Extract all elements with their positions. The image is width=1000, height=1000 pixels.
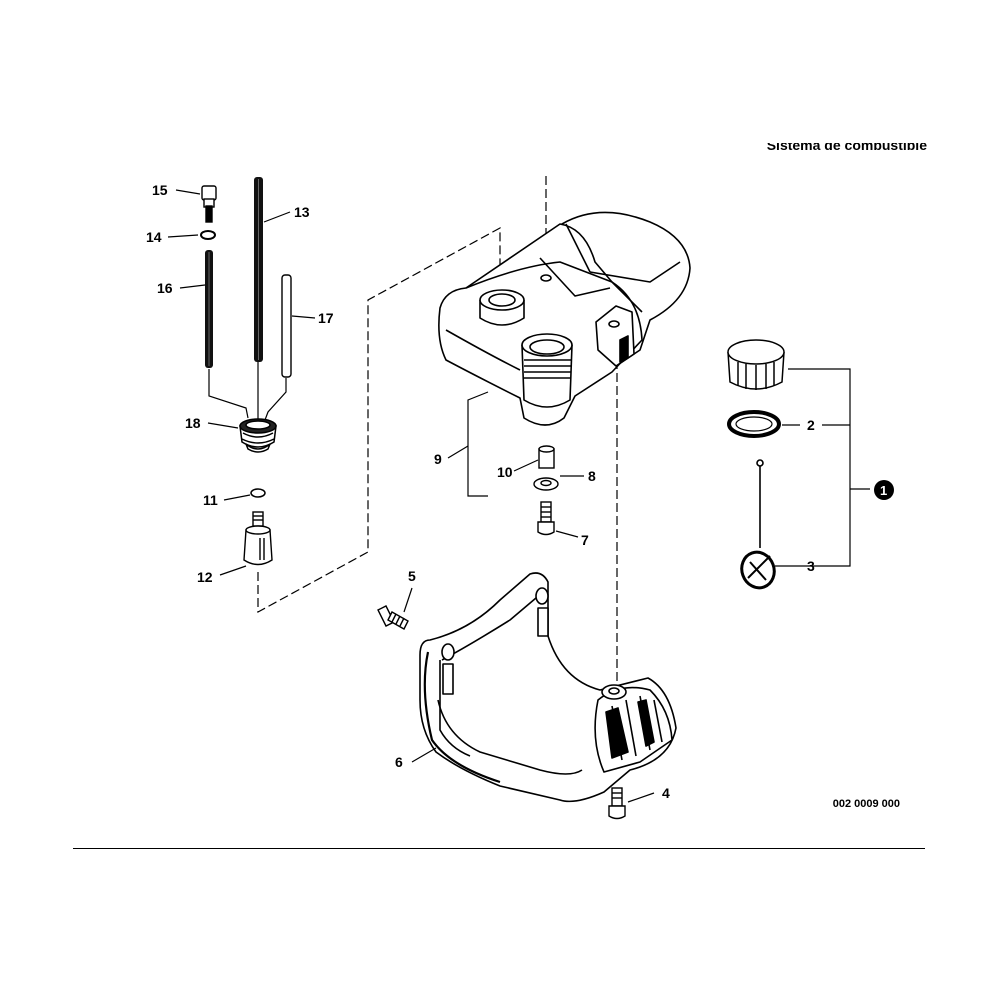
callout-16: 16: [157, 280, 173, 296]
part-10-spacer: [538, 445, 555, 469]
part-4-bolt: [608, 787, 626, 820]
part-8-washer: [533, 477, 559, 491]
callout-1: 1: [880, 483, 887, 498]
callout-13: 13: [294, 204, 310, 220]
callout-15: 15: [152, 182, 168, 198]
callout-leaders: [167, 189, 870, 803]
diagram-code: 002 0009 000: [832, 798, 900, 810]
callout-6: 6: [395, 754, 403, 770]
hose-connector-lines: [208, 362, 287, 421]
part-9-fuel-tank: [438, 211, 691, 426]
part-3-retaining-cord: [740, 459, 776, 590]
part-15-fitting: [201, 185, 217, 223]
diagram-title: Sistema de combustible: [766, 143, 927, 153]
callout-3: 3: [807, 558, 815, 574]
part-5-bolt: [377, 605, 409, 630]
part-6-tank-bracket: [419, 572, 677, 803]
part-16-fuel-hose: [205, 250, 213, 368]
callout-11: 11: [203, 492, 218, 508]
callout-10: 10: [497, 464, 513, 480]
part-17-vent-tube: [281, 274, 292, 378]
callout-1-badge: [874, 480, 894, 500]
callout-14: 14: [146, 229, 162, 245]
part-11-o-ring: [250, 488, 266, 498]
callout-12: 12: [197, 569, 213, 585]
callout-8: 8: [588, 468, 596, 484]
part-14-o-ring: [200, 230, 216, 240]
part-fuel-cap: [727, 339, 785, 390]
callout-17: 17: [318, 310, 334, 326]
bottom-rule: [73, 848, 925, 849]
callout-4: 4: [662, 785, 670, 801]
callout-labels: 15 14 16 13 17 18 11 12 9 10 8 7 5 6 4 2…: [146, 182, 894, 801]
part-13-return-hose: [254, 177, 263, 362]
callout-9: 9: [434, 451, 442, 467]
part-12-fuel-filter: [243, 511, 273, 566]
callout-2: 2: [807, 417, 815, 433]
callout-18: 18: [185, 415, 201, 431]
callout-5: 5: [408, 568, 416, 584]
part-18-grommet: [239, 418, 277, 453]
part-2-gasket: [727, 410, 781, 438]
part-7-bolt: [537, 501, 555, 536]
callout-7: 7: [581, 532, 589, 548]
